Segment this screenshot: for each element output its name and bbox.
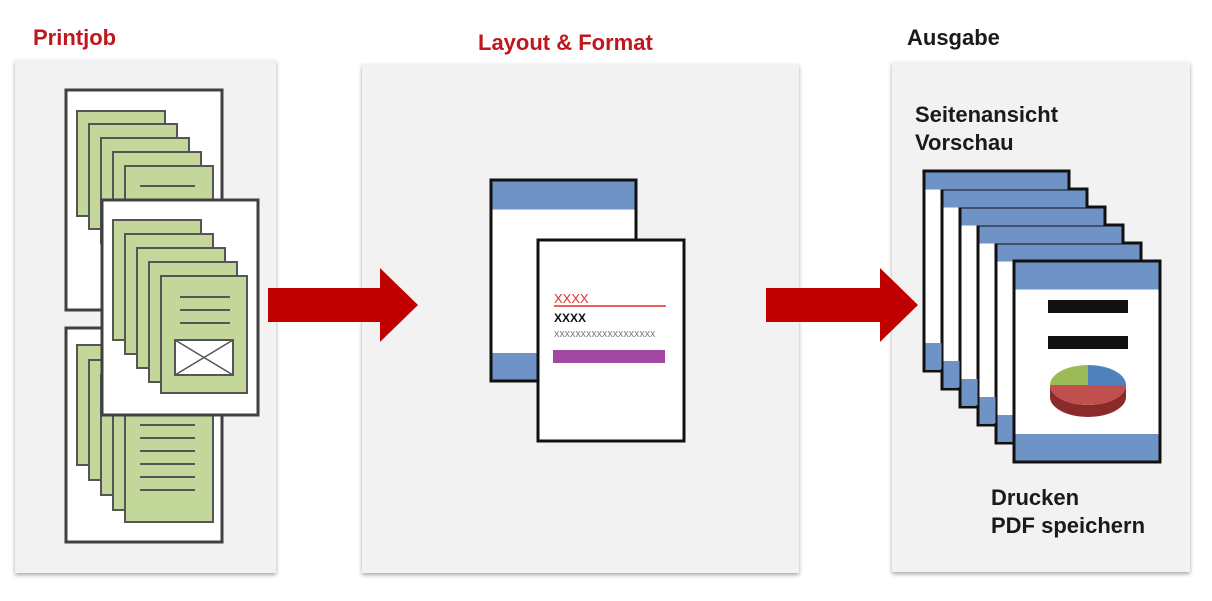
save-pdf-label: PDF speichern: [991, 513, 1146, 538]
print-label: Drucken: [991, 485, 1080, 510]
printjob-panel: [15, 60, 276, 573]
layout-panel: [362, 64, 799, 573]
preview-label-line2: Vorschau: [915, 130, 1014, 155]
layout-format-title: Layout & Format: [478, 30, 653, 55]
preview-label-line1: Seitenansicht: [915, 102, 1059, 127]
ausgabe-title: Ausgabe: [907, 25, 1000, 50]
printjob-title: Printjob: [33, 25, 117, 50]
